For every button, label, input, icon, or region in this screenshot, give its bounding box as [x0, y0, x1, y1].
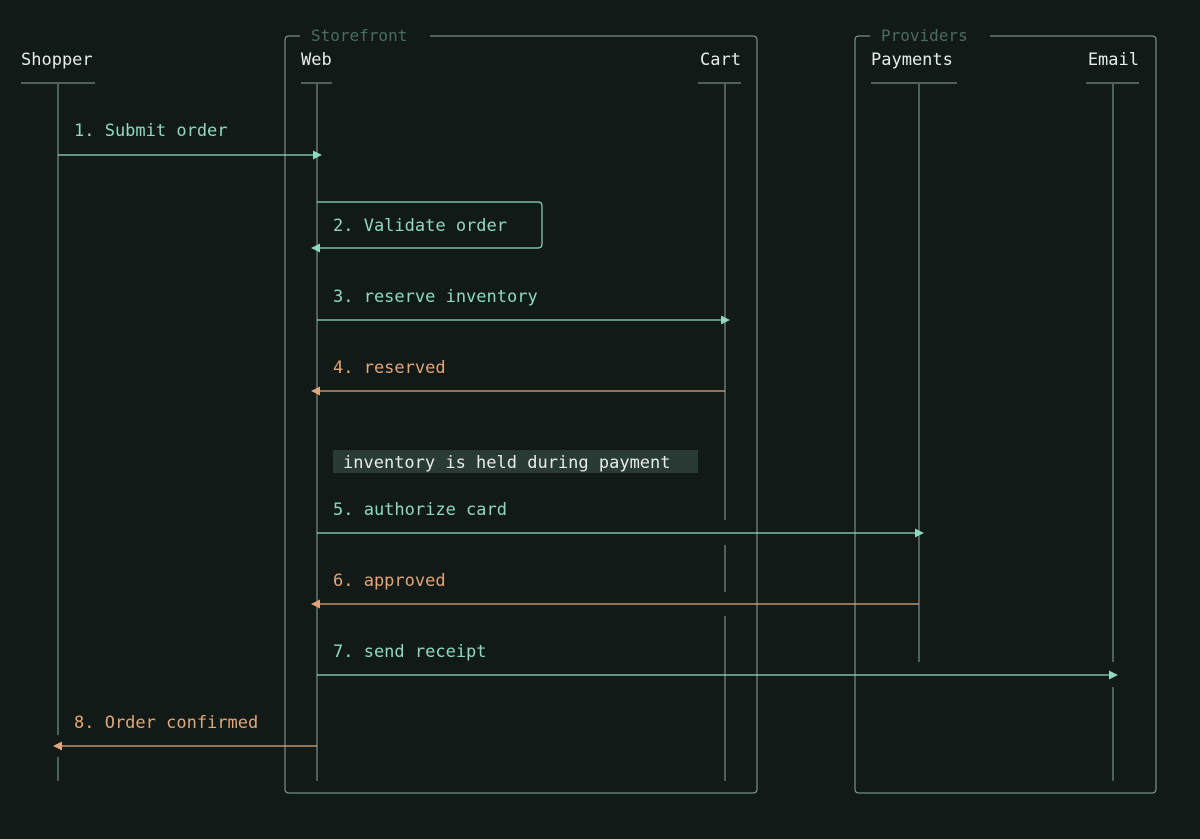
message-6-label: 6. approved [333, 571, 446, 591]
group-providers-frame [854, 35, 1157, 794]
message-7-label: 7. send receipt [333, 642, 487, 662]
message-1-label: 1. Submit order [74, 121, 228, 141]
participant-shopper-label: Shopper [21, 50, 93, 70]
group-storefront-label: Storefront [311, 26, 407, 45]
note-box [333, 450, 698, 473]
participant-web: Web [301, 50, 332, 84]
participant-cart: Cart [698, 50, 741, 84]
note-text: inventory is held during payment [343, 453, 671, 473]
group-storefront-frame [284, 35, 758, 794]
participant-web-label: Web [301, 50, 332, 70]
participant-email-label: Email [1088, 50, 1139, 70]
participant-cart-label: Cart [700, 50, 741, 70]
group-providers: Providers [854, 26, 1157, 794]
message-4-label: 4. reserved [333, 358, 446, 378]
group-providers-label: Providers [881, 26, 968, 45]
participant-payments: Payments [871, 50, 957, 84]
message-3-label: 3. reserve inventory [333, 287, 538, 307]
participant-payments-label: Payments [871, 50, 953, 70]
lifelines [57, 84, 1114, 781]
message-5-label: 5. authorize card [333, 500, 507, 520]
message-8-label: 8. Order confirmed [74, 713, 258, 733]
message-2-label: 2. Validate order [333, 216, 507, 236]
note: inventory is held during payment [333, 450, 698, 473]
message-2-arrow [311, 201, 543, 253]
group-storefront: Storefront [284, 26, 758, 794]
participant-shopper: Shopper [21, 50, 95, 84]
participant-email: Email [1086, 50, 1139, 84]
